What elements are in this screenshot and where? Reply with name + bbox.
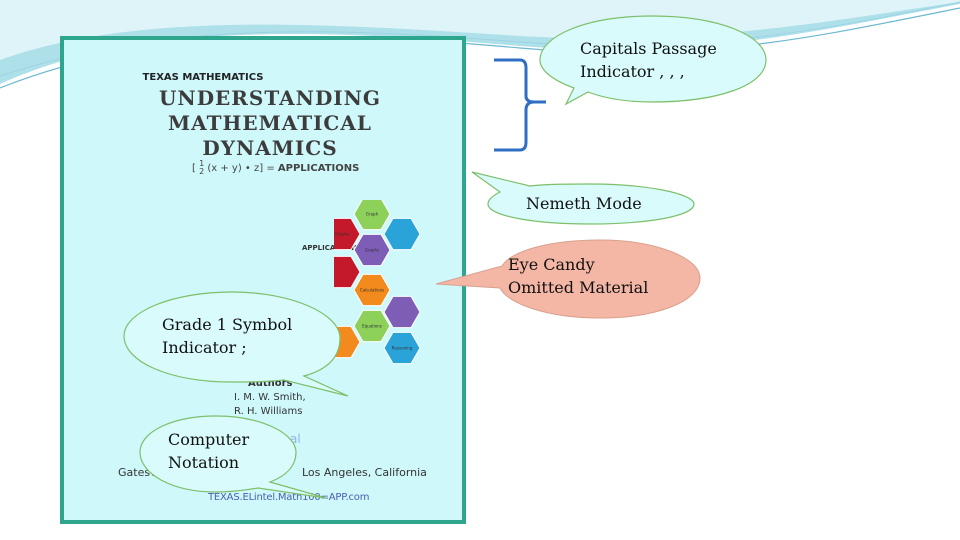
grade1-callout-bubble [123,291,349,397]
capitals-callout-text: Capitals Passage Indicator , , , [580,37,717,83]
author-name: I. M. W. Smith, [234,392,306,403]
eye-candy-callout-line: Omitted Material [508,278,649,297]
formula-bracket: [ [192,163,196,174]
grade1-callout-line: Indicator ; [162,338,247,357]
book-cover: TEXAS MATHEMATICS UNDERSTANDING MATHEMAT… [60,36,466,524]
publisher-web-address: TEXAS.ELintel.Math100=APP.com [208,492,370,503]
hexagon-label: Graphs [365,248,379,253]
hexagon-tile: Equations [353,309,391,343]
formula-expression: (x + y) • z] = [207,163,275,174]
eye-candy-callout-bubble [435,239,701,319]
hexagon-tile: Calculations [353,273,391,307]
hexagon-label: Graph [366,212,379,217]
capitals-callout-line: Indicator , , , [580,62,685,81]
computer-callout-line: Notation [168,453,240,472]
nemeth-callout-bubble [471,171,695,225]
hexagon-tile [334,325,361,359]
capitals-callout-line: Capitals Passage [580,39,717,58]
formula-applications: APPLICATIONS [277,163,360,174]
formula-denominator: 2 [199,167,205,176]
cover-title: UNDERSTANDING MATHEMATICAL DYNAMICS [150,86,390,161]
hexagon-label: Graphs [335,232,349,237]
hexagon-graphic: GraphGraphsGraphsCalculationsEquationsRe… [334,200,421,365]
publisher-city-right: Los Angeles, California [302,466,427,479]
capitals-callout-bubble [539,15,767,106]
hexagon-tile [334,255,361,289]
computer-callout-bubble [139,415,327,499]
grade1-callout-line: Grade 1 Symbol [162,315,293,334]
cover-title-line: DYNAMICS [202,136,338,160]
cover-title-line: UNDERSTANDING [158,86,382,110]
hexagon-label: Calculations [360,288,384,293]
applications-label: APPLICATIONS [302,244,359,252]
hexagon-tile [383,295,421,329]
cover-title-line: MATHEMATICAL [168,111,372,135]
computer-callout-text: Computer Notation [168,428,249,474]
hexagon-tile: Graph [353,200,391,231]
cover-eyebrow: TEXAS MATHEMATICS [142,72,264,83]
computer-callout-line: Computer [168,430,250,449]
eye-candy-callout-line: Eye Candy [508,255,595,274]
hexagon-tile: Graphs [353,233,391,267]
hexagon-tile: Graphs [334,217,361,251]
eye-candy-callout-text: Eye Candy Omitted Material [508,253,648,299]
cover-formula: [ 1 2 (x + y) • z] = APPLICATIONS [192,160,359,176]
grade1-callout-text: Grade 1 Symbol Indicator ; [162,313,292,359]
hexagon-tile [383,217,421,251]
authors-label: Authors [248,378,293,389]
hexagon-label: Reasoning [392,346,413,351]
formula-numerator: 1 [199,159,205,168]
publisher-faint-text: al [290,432,301,446]
nemeth-callout-text: Nemeth Mode [526,192,642,215]
author-name: R. H. Williams [234,406,303,417]
formula-fraction: 1 2 [199,160,204,176]
brace-icon [494,58,546,152]
nemeth-callout-line: Nemeth Mode [526,194,642,213]
hexagon-label: Equations [362,324,382,329]
hexagon-tile: Reasoning [383,331,421,365]
